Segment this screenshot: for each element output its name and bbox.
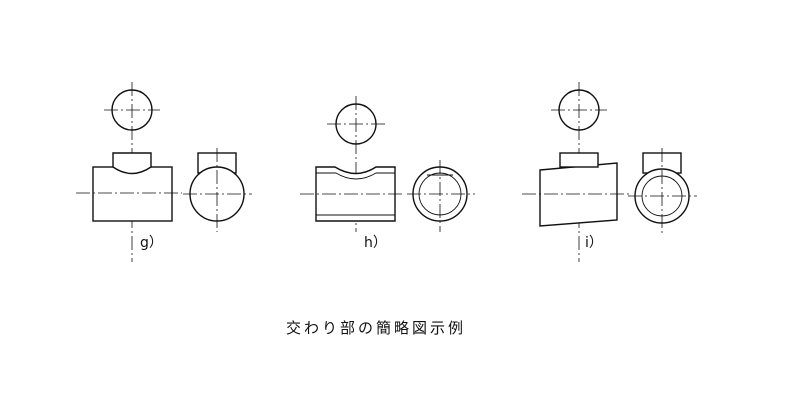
example-i-branch-stub [559, 152, 599, 168]
example-i-front-body [539, 162, 618, 227]
example-g: g） [76, 82, 252, 262]
label-g: g） [140, 235, 163, 251]
label-i: i） [585, 235, 603, 251]
example-g-branch-stub [112, 152, 152, 175]
example-i: i） [522, 82, 697, 262]
example-h: h） [300, 96, 475, 251]
figure-caption: 交わり部の簡略図示例 [286, 319, 466, 337]
example-g-front-body [92, 166, 173, 222]
label-h: h） [364, 235, 387, 251]
